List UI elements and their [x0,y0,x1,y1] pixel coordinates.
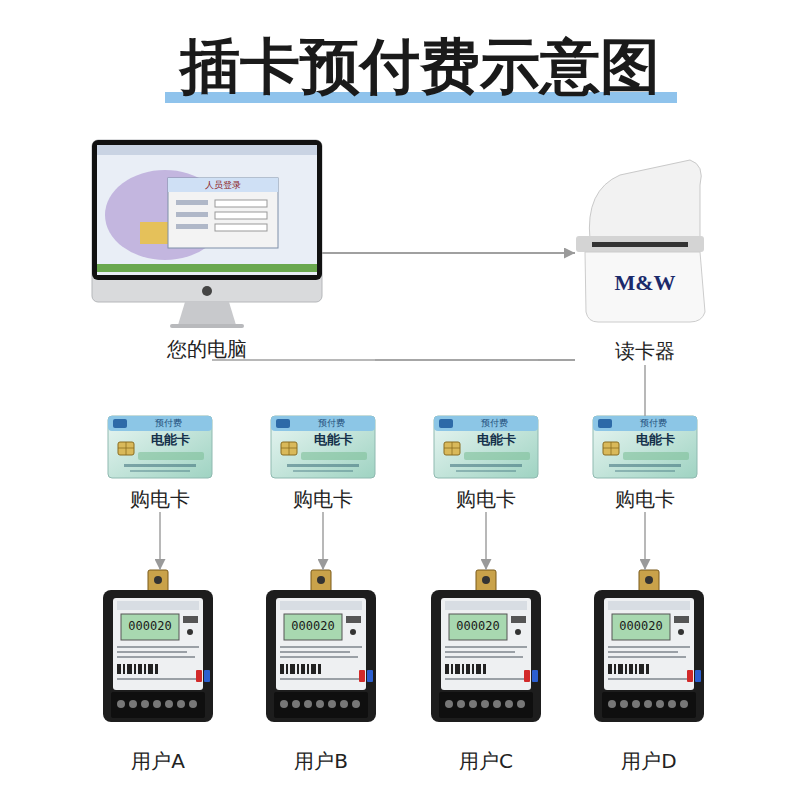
connector-line [538,359,575,361]
computer-picture [202,286,212,296]
computer-picture [176,224,208,229]
node-label: 用户D [621,750,676,773]
node-label: 读卡器 [615,340,675,363]
card-text: 预付费 [640,418,667,428]
meter-picture [431,570,541,722]
card-text: 预付费 [155,418,182,428]
computer-picture [176,212,208,217]
card-text: 电能卡 [477,433,516,448]
computer-picture [215,200,267,207]
node-label: 用户B [294,750,348,773]
connector-line [644,365,646,416]
computer-picture [168,178,278,248]
card-text: 电能卡 [314,433,353,448]
card-reader-picture [585,252,705,322]
card-reader-picture [592,242,688,247]
lcd-reading: 000020 [456,620,499,634]
card-picture [108,416,697,478]
computer-picture [178,302,236,325]
lcd-reading: 000020 [291,620,334,634]
meter-picture [103,570,213,722]
card-node: 预付费电能卡购电卡 [593,416,697,512]
card-node: 预付费电能卡购电卡 [108,416,212,512]
computer-picture [176,200,208,205]
computer-picture [215,212,267,219]
screen-title: 人员登录 [205,180,241,190]
lcd-reading: 000020 [619,620,662,634]
computer-picture [92,140,322,302]
card-picture [434,416,538,478]
arrow-connector [485,512,487,570]
connector-line [375,359,575,361]
brand-text: M&W [614,270,675,295]
node-label: 您的电脑 [167,338,247,361]
node-label: 购电卡 [130,488,190,511]
computer-node: 人员登录您的电脑 [92,140,322,365]
meter-node: 000020 用户C [431,570,541,775]
card-reader-picture [576,236,704,252]
card-node: 预付费电能卡购电卡 [271,416,375,512]
meter-node: 000020 用户B [266,570,376,775]
card-reader-picture [589,160,701,240]
arrow-connector [322,252,575,254]
node-label: 用户A [131,750,185,773]
node-label: 购电卡 [456,488,516,511]
arrow-connector [644,512,646,570]
card-text: 电能卡 [151,433,190,448]
computer-picture [170,324,244,328]
meter-node: 000020 用户A [103,570,213,775]
card-text: 电能卡 [636,433,675,448]
node-label: 用户C [459,750,513,773]
arrow-connector [159,512,161,570]
card-reader-node: M&W 读卡器 [575,160,715,365]
card-reader-picture [576,160,705,322]
meter-node: 000020 用户D [594,570,704,775]
card-picture [108,416,212,478]
node-label: 购电卡 [293,488,353,511]
computer-picture [92,140,322,328]
card-picture [271,416,375,478]
computer-picture [97,145,317,155]
meter-picture [103,570,704,722]
meter-picture [266,570,376,722]
card-node: 预付费电能卡购电卡 [434,416,538,512]
meter-picture [594,570,704,722]
diagram-title: 插卡预付费示意图 [0,36,800,96]
computer-picture [92,140,322,280]
arrow-connector [322,512,324,570]
connector-group [160,253,645,570]
card-picture [593,416,697,478]
computer-picture [168,178,278,192]
connector-line [212,359,575,361]
computer-picture [97,145,317,275]
card-text: 预付费 [481,418,508,428]
computer-picture [97,264,317,272]
card-text: 预付费 [318,418,345,428]
computer-picture [215,224,267,231]
node-label: 购电卡 [615,488,675,511]
lcd-reading: 000020 [128,620,171,634]
